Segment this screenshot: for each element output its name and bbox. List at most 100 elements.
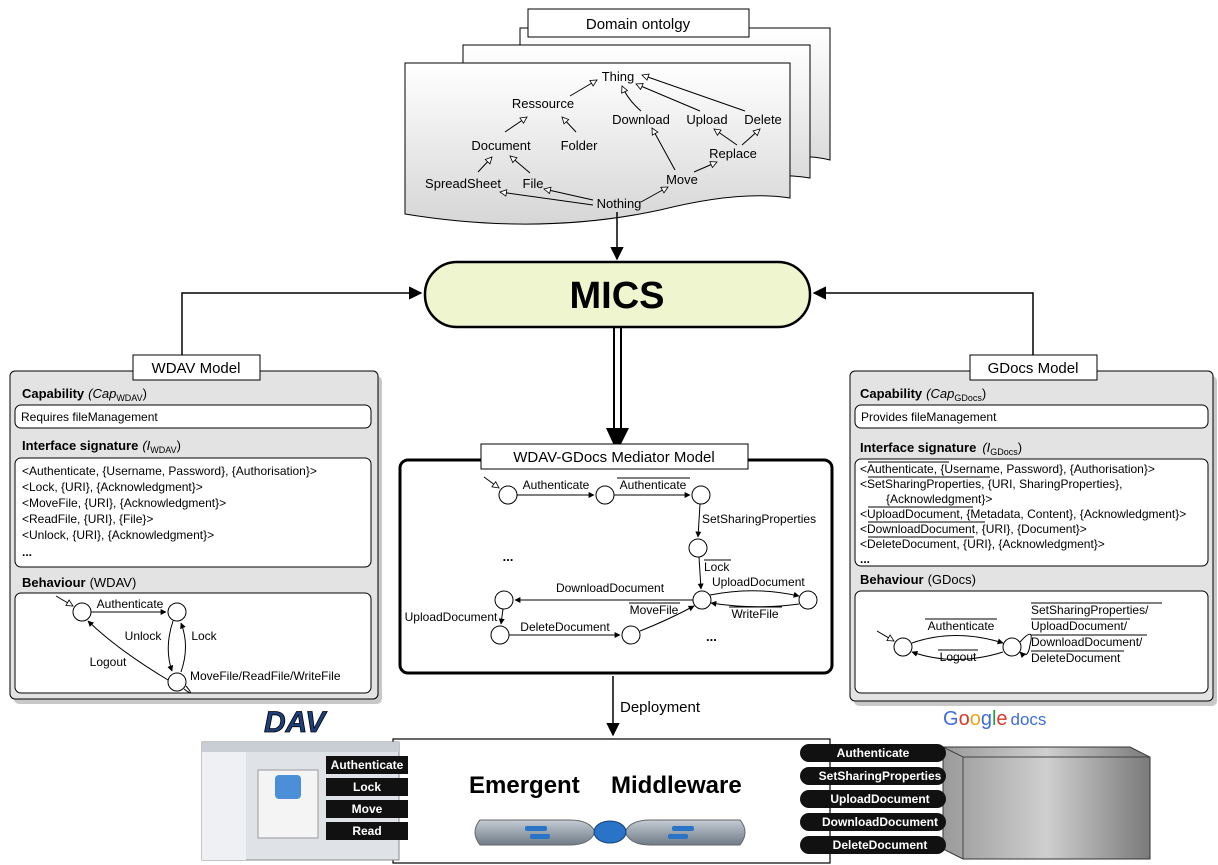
mediator-label-delete: DeleteDocument <box>520 620 610 634</box>
wdav-label-lock: Lock <box>191 629 217 643</box>
gdocs-capability-box <box>854 404 1209 429</box>
mediator-label-lock: Lock <box>704 560 730 574</box>
wdav-iface-line: <Authenticate, {Username, Password}, {Au… <box>22 464 317 478</box>
wdav-label-authenticate: Authenticate <box>97 597 164 611</box>
concept-download: Download <box>612 112 670 127</box>
wdav-iface-line: <Lock, {URI}, {Acknowledgment}> <box>22 480 203 494</box>
concept-upload: Upload <box>686 112 727 127</box>
gdocs-model-title: GDocs Model <box>988 360 1079 377</box>
gdocs-capability-heading: Capability(CapGDocs) <box>860 386 986 403</box>
wdav-model-title-box <box>132 354 261 381</box>
wdav-model-title: WDAV Model <box>152 360 241 377</box>
gdocs-iface-overlines <box>868 461 990 538</box>
mediator-label-movefile: MoveFile <box>630 603 679 617</box>
wdav-to-mics-arrow <box>181 286 423 370</box>
gdocs-label-ops: DeleteDocument <box>1031 651 1121 665</box>
dav-logo: DAV <box>264 706 328 739</box>
wdav-iface-line: ... <box>22 545 32 559</box>
finder-window-sidebar <box>202 752 246 860</box>
wdav-label-ops: MoveFile/ReadFile/WriteFile <box>190 669 341 683</box>
wdav-model-panel: WDAV Model Capability(CapWDAV) Requires … <box>9 354 382 704</box>
wdav-ops-stack: Authenticate Lock Move Read <box>326 756 408 840</box>
mediator-box <box>398 458 834 675</box>
mediator-label-writefile: WriteFile <box>731 607 778 621</box>
wdav-capability-text: Requires fileManagement <box>21 410 158 424</box>
concept-thing: Thing <box>602 69 635 84</box>
gdocs-ops-stack: Authenticate SetSharingProperties Upload… <box>800 744 946 854</box>
concept-nothing: Nothing <box>597 196 642 211</box>
wdav-behaviour-box <box>14 592 372 694</box>
wdav-label-logout: Logout <box>90 655 127 669</box>
mediator-title-box <box>480 443 749 470</box>
concept-file: File <box>523 176 544 191</box>
wdav-behaviour-heading: Behaviour(WDAV) <box>22 575 136 590</box>
mediator-label-upload-left: UploadDocument <box>405 610 498 624</box>
ontology-title: Domain ontolgy <box>586 16 691 33</box>
concept-move: Move <box>666 172 698 187</box>
gdocs-iface-line: <DownloadDocument, {URI}, {Document}> <box>860 522 1087 536</box>
mics-label: MICS <box>570 275 665 317</box>
middleware-box <box>392 738 831 864</box>
gdocs-label-ops: DownloadDocument/ <box>1031 635 1143 649</box>
gdocs-op-authenticate: Authenticate <box>837 746 910 760</box>
wdav-op-authenticate: Authenticate <box>331 758 404 772</box>
wdav-iface-line: <ReadFile, {URI}, {File}> <box>22 512 153 526</box>
middleware-word1: Emergent <box>469 772 580 799</box>
gdocs-behaviour-automaton <box>876 630 1032 660</box>
gdocs-iface-line: ... <box>860 552 870 566</box>
mics-to-mediator-arrow <box>606 328 629 452</box>
mediator-label-download: DownloadDocument <box>556 581 665 595</box>
wdav-capability-heading: Capability(CapWDAV) <box>22 386 147 403</box>
wdav-op-lock: Lock <box>353 780 381 794</box>
concept-document: Document <box>471 138 531 153</box>
wdav-iface-line: <MoveFile, {URI}, {Acknowledgment}> <box>22 496 226 510</box>
wdav-iface-line: <Unlock, {URI}, {Acknowledgment}> <box>22 528 214 542</box>
wdav-label-unlock: Unlock <box>125 629 163 643</box>
mediator-title: WDAV-GDocs Mediator Model <box>513 449 714 466</box>
mediator-label-dots-left: ... <box>503 549 514 564</box>
wdav-op-move: Move <box>352 802 383 816</box>
gdocs-op-setsharingproperties: SetSharingProperties <box>819 769 942 783</box>
gdocs-model-title-box <box>969 354 1098 381</box>
finder-window-titlebar <box>202 742 399 752</box>
gdocs-iface-line: <DeleteDocument, {URI}, {Acknowledgment}… <box>860 537 1105 551</box>
concept-ressource: Ressource <box>512 96 574 111</box>
wdav-behaviour-automaton <box>55 595 191 694</box>
middleware-connector-graphic <box>474 819 746 846</box>
gdocs-interface-box <box>854 458 1209 567</box>
concept-folder: Folder <box>561 138 599 153</box>
gdocs-op-downloaddocument: DownloadDocument <box>822 815 938 829</box>
wdav-op-read: Read <box>352 824 381 838</box>
mediator-automaton <box>483 476 818 645</box>
deployment-label: Deployment <box>620 699 701 716</box>
gdocs-behaviour-heading: Behaviour(GDocs) <box>860 572 976 587</box>
gdocs-label-logout: Logout <box>940 650 977 664</box>
gdocs-interface-heading: Interface signature(IGDocs) <box>860 440 1022 457</box>
finder-icon <box>275 775 301 799</box>
wdav-capability-box <box>14 404 372 429</box>
gdocs-model-panel: GDocs Model Capability(CapGDocs) Provide… <box>849 354 1217 706</box>
gdocs-op-uploaddocument: UploadDocument <box>830 792 929 806</box>
ontology-relations <box>477 75 760 206</box>
gdocs-iface-line: <UploadDocument, {Metadata, Content}, {A… <box>860 507 1186 521</box>
mediator-label-ssp: SetSharingProperties <box>702 512 816 526</box>
mediator-model: WDAV-GDocs Mediator Model Authenticate A <box>398 443 834 675</box>
mediator-label-auth1: Authenticate <box>523 478 590 492</box>
middleware-word2: Middleware <box>611 772 742 799</box>
emergent-middleware: Emergent Middleware <box>392 738 831 864</box>
mediator-label-upload-top: UploadDocument <box>712 575 805 589</box>
domain-ontology: Domain ontolgy Thing Ressource Document … <box>404 8 831 225</box>
gdocs-iface-line: <Authenticate, {Username, Password}, {Au… <box>860 462 1155 476</box>
ontology-page-front <box>404 62 791 225</box>
gdocs-iface-line: <SetSharingProperties, {URI, SharingProp… <box>860 477 1122 491</box>
ontology-title-box <box>527 8 750 38</box>
gdocs-op-deletedocument: DeleteDocument <box>833 838 928 852</box>
wdav-interface-box <box>14 457 372 568</box>
concept-replace: Replace <box>709 146 757 161</box>
wdav-interface-heading: Interface signature(IWDAV) <box>22 438 181 455</box>
server-body <box>942 746 1151 860</box>
mediator-label-auth2: Authenticate <box>620 478 687 492</box>
concept-delete: Delete <box>744 112 782 127</box>
